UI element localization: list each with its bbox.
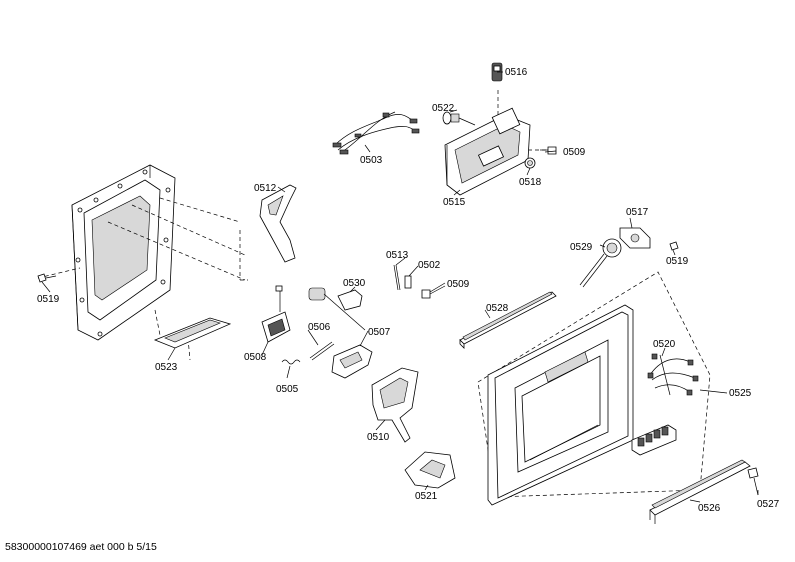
screw-0519-right	[669, 241, 679, 251]
bracket-0512	[259, 184, 297, 263]
label-0505: 0505	[276, 384, 299, 395]
label-0523: 0523	[155, 362, 178, 373]
label-0525: 0525	[729, 388, 752, 399]
document-reference-footer: 58300000107469 aet 000 b 5/15	[5, 541, 157, 553]
screw-0509-mid	[421, 285, 446, 299]
motor-0507	[308, 287, 366, 331]
label-0521: 0521	[415, 491, 438, 502]
tray-0521	[404, 451, 456, 489]
wire-harness-0520	[647, 353, 699, 396]
screw-0509-top	[540, 146, 557, 155]
switch-bank	[631, 424, 677, 456]
label-0502: 0502	[418, 260, 441, 271]
part-0502	[404, 275, 412, 289]
rod-0506	[309, 341, 335, 361]
switch-block-0508	[261, 285, 291, 343]
wire-harness-0503	[332, 111, 420, 155]
label-0517: 0517	[626, 207, 649, 218]
label-0512: 0512	[254, 183, 277, 194]
grille-0523	[153, 317, 232, 349]
knob-0518	[524, 157, 536, 169]
label-0519-right: 0519	[666, 256, 689, 267]
label-0510: 0510	[367, 432, 390, 443]
label-0509-mid: 0509	[447, 279, 470, 290]
label-0520: 0520	[653, 339, 676, 350]
actuator-0510	[371, 367, 419, 443]
bracket-0517	[619, 227, 651, 249]
label-0529: 0529	[570, 242, 593, 253]
label-0503: 0503	[360, 155, 383, 166]
cover-0530	[337, 289, 363, 311]
dispenser-frame	[71, 164, 176, 341]
lamp-0522	[442, 111, 476, 126]
label-0508: 0508	[244, 352, 267, 363]
label-0519-left: 0519	[37, 294, 60, 305]
actuator-0529	[579, 238, 622, 288]
label-0527: 0527	[757, 499, 780, 510]
label-0518: 0518	[519, 177, 542, 188]
label-0526: 0526	[698, 503, 721, 514]
housing-0515	[444, 107, 531, 196]
spring-0505	[281, 359, 301, 365]
label-0528: 0528	[486, 303, 509, 314]
front-panel-0525	[487, 304, 634, 506]
part-labels: 0516 0522 0509 0518 0515 0503 0512 0517 …	[37, 67, 780, 514]
rail-0528	[459, 291, 557, 349]
label-0507: 0507	[368, 327, 391, 338]
label-0515: 0515	[443, 197, 466, 208]
screw-0519-left	[37, 273, 57, 283]
leader-lines	[41, 71, 759, 503]
label-0530: 0530	[343, 278, 366, 289]
label-0506: 0506	[308, 322, 331, 333]
label-0513: 0513	[386, 250, 409, 261]
rail-0526	[649, 459, 751, 524]
pin-0513	[393, 264, 401, 291]
lever-0507	[331, 344, 373, 379]
label-0516: 0516	[505, 67, 528, 78]
label-0522: 0522	[432, 103, 455, 114]
screw-0527	[747, 467, 759, 496]
label-0509-top: 0509	[563, 147, 586, 158]
